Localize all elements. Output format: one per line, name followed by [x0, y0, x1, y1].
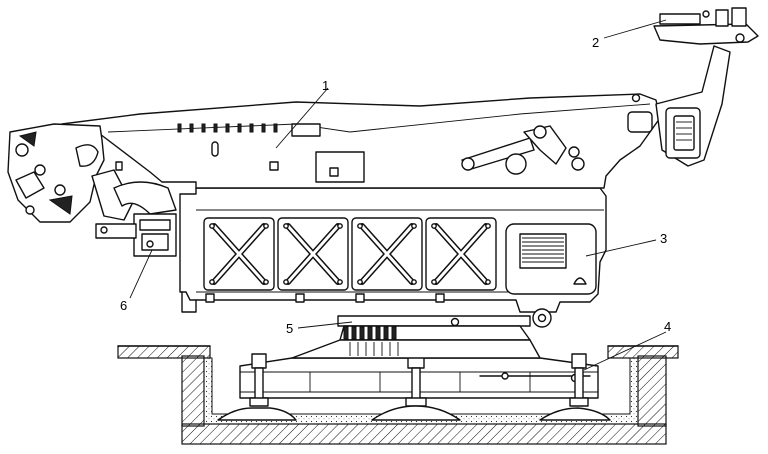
boom-line-3: [349, 113, 521, 133]
cutter-link: [113, 181, 177, 215]
callout-3: 3: [660, 231, 667, 246]
jack-leg-3: [569, 353, 589, 407]
chassis-bottom-studs: [205, 293, 445, 303]
slewing-ring: [291, 315, 541, 359]
callouts: 1 2 3 4 5 6: [120, 35, 671, 336]
boom-oval-slot: [211, 141, 219, 157]
leader-1: [275, 87, 329, 149]
chassis-hook: [181, 291, 197, 313]
boom-slots: [177, 123, 278, 133]
foot-pad-3: [539, 407, 611, 421]
cutter-housing: [7, 123, 105, 223]
x-panel-2: [277, 217, 349, 291]
slewing-ring-top: [337, 315, 531, 327]
leader-lines: [129, 19, 667, 371]
callout-1: 1: [322, 78, 329, 93]
right-housing: [505, 223, 597, 295]
boom-tab-2: [269, 161, 279, 171]
callout-6: 6: [120, 298, 127, 313]
foot-pad-1: [217, 407, 297, 421]
boom-plate: [291, 123, 321, 137]
x-panel-4: [425, 217, 497, 291]
x-panel-3: [351, 217, 423, 291]
cutter-arm: [91, 169, 133, 221]
boom-box: [315, 151, 365, 183]
callout-5: 5: [286, 321, 293, 336]
left-cutter-head: [7, 123, 177, 223]
housing-knob: [573, 277, 587, 285]
pit-wall-left: [181, 355, 205, 427]
upper-boom: [61, 93, 661, 189]
callout-2: 2: [592, 35, 599, 50]
foot-pad-2: [371, 405, 461, 421]
jack-leg-1: [249, 353, 269, 407]
leader-6: [129, 249, 153, 299]
slewing-ring-base: [291, 339, 541, 359]
callout-4: 4: [664, 319, 671, 334]
base-cylinder-pin: [501, 372, 509, 380]
leader-3: [585, 239, 657, 257]
left-actuator: [95, 213, 177, 257]
slewing-ring-teeth: [343, 326, 397, 340]
leader-2: [603, 19, 667, 39]
operator-platform: [653, 7, 759, 45]
pit-floor: [181, 423, 667, 445]
slewing-ring-bolt: [450, 317, 460, 327]
boom-line-4: [519, 103, 651, 115]
leader-4: [583, 331, 667, 371]
base-frame: [217, 353, 611, 421]
pit-wall-right: [637, 355, 667, 427]
boom-cylinder: [461, 125, 585, 175]
leader-5: [297, 321, 353, 329]
boom-top-pin: [631, 93, 641, 103]
boom-tab-1: [115, 161, 123, 171]
x-panel-1: [203, 217, 275, 291]
housing-grille: [522, 237, 564, 263]
slewing-ring-fins: [349, 342, 399, 356]
main-chassis: [179, 187, 607, 328]
right-arm: [655, 45, 731, 167]
boom-right-plate: [627, 111, 653, 133]
arm-box-lines: [676, 121, 692, 141]
